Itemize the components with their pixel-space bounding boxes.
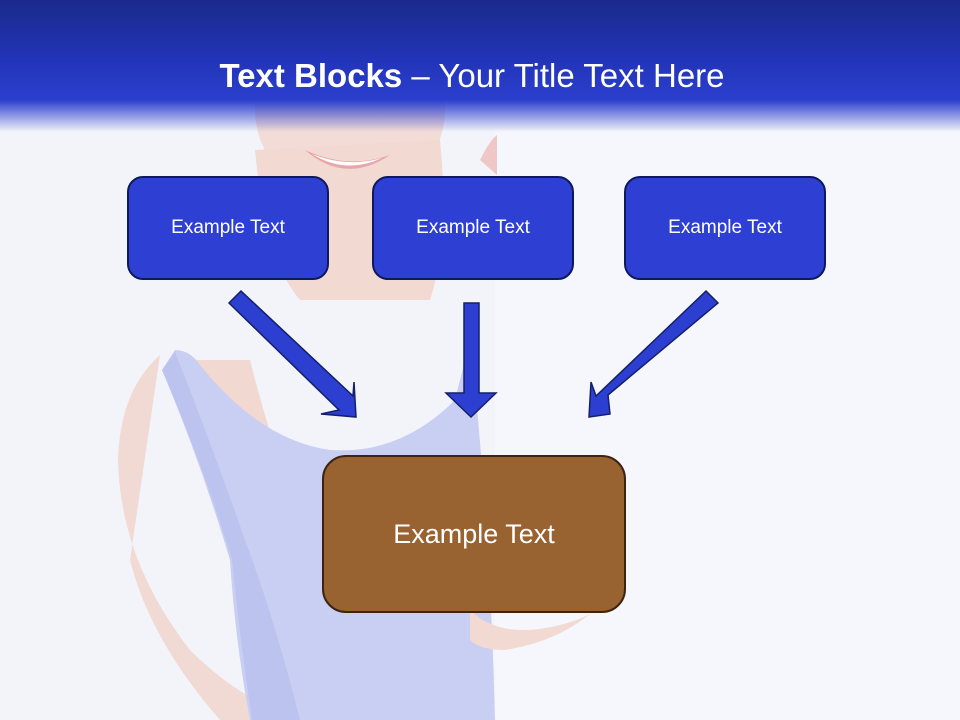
text-block-3[interactable]: Example Text [624, 176, 826, 280]
title-rest-part: Your Title Text Here [438, 57, 725, 94]
text-block-main[interactable]: Example Text [322, 455, 626, 613]
text-block-1[interactable]: Example Text [127, 176, 329, 280]
title-bold-part: Text Blocks [219, 57, 403, 94]
slide-title: Text Blocks – Your Title Text Here [0, 52, 944, 100]
title-separator: – [402, 57, 439, 94]
text-block-2[interactable]: Example Text [372, 176, 574, 280]
header-band [0, 0, 960, 132]
